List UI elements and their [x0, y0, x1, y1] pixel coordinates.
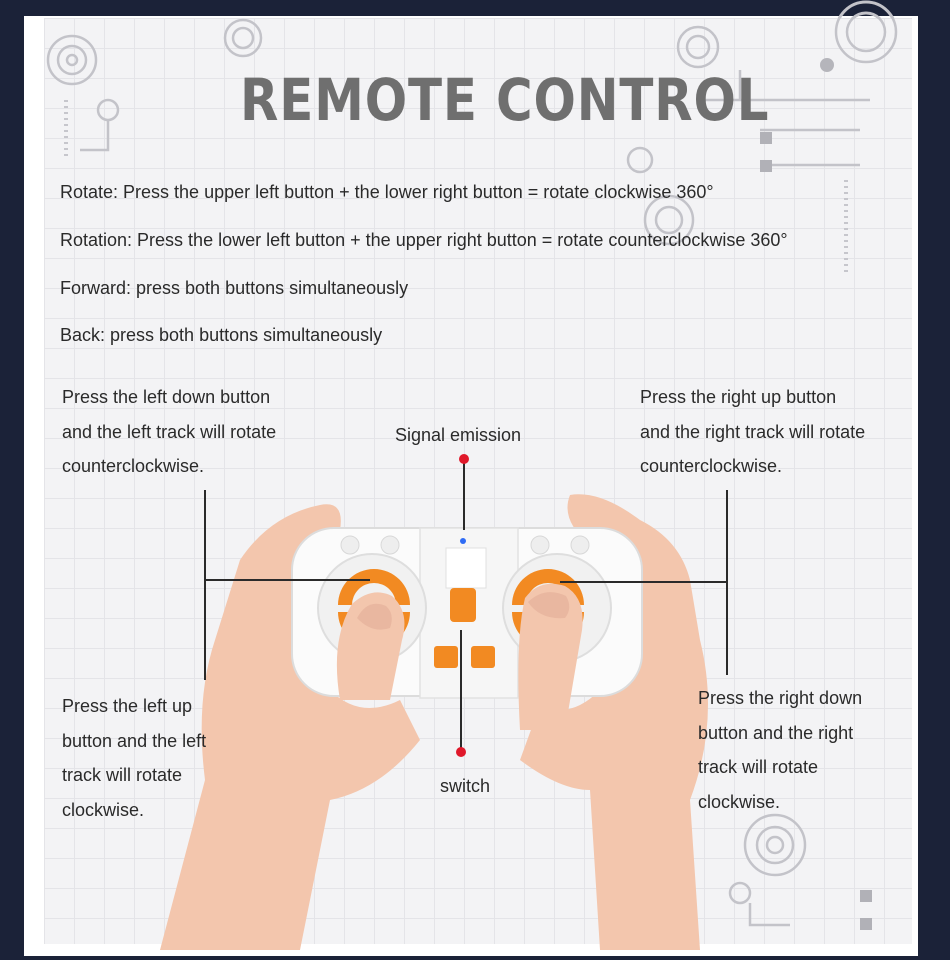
orange-button-right	[471, 646, 495, 668]
callout-right-down: Press the right down button and the righ…	[698, 688, 863, 812]
signal-marker	[459, 454, 469, 464]
right-hand	[520, 494, 708, 950]
orange-button-left	[434, 646, 458, 668]
switch-knob	[450, 588, 476, 622]
rule-forward: Forward: press both buttons simultaneous…	[60, 278, 409, 298]
signal-emission-label: Signal emission	[395, 425, 522, 445]
page-title: REMOTE CONTROL	[240, 66, 770, 134]
callout-left-down: Press the left down button and the left …	[62, 387, 277, 476]
right-dial	[512, 569, 584, 605]
callout-right-up: Press the right up button and the right …	[640, 387, 866, 476]
callout-left-up: Press the left up button and the left tr…	[62, 696, 207, 820]
right-thumb	[518, 583, 583, 730]
signal-led	[460, 538, 466, 544]
rule-rotate-counterclockwise: Rotation: Press the lower left button + …	[60, 230, 788, 250]
content-panel	[44, 18, 912, 944]
left-hand	[160, 504, 420, 950]
left-dial	[338, 569, 410, 605]
rule-back: Back: press both buttons simultaneously	[60, 325, 383, 345]
switch-label: switch	[440, 776, 491, 796]
switch-marker	[456, 747, 466, 757]
rule-rotate-clockwise: Rotate: Press the upper left button + th…	[60, 182, 714, 202]
